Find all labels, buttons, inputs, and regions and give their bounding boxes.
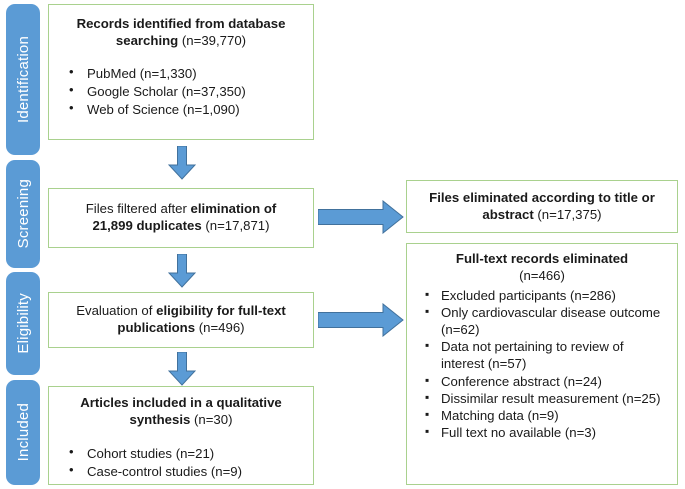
box-articles-included: Articles included in a qualitative synth…	[48, 386, 314, 485]
box-records-identified-heading-bold: Records identified from database searchi…	[76, 16, 286, 48]
box-records-identified-heading-count: (n=39,770)	[178, 32, 247, 48]
box-files-filtered-text: Files filtered after elimination of 21,8…	[57, 201, 305, 235]
list-item: Cohort studies (n=21)	[57, 444, 305, 462]
box-files-filtered: Files filtered after elimination of 21,8…	[48, 188, 314, 248]
stage-tab-identification-label: Identification	[14, 35, 32, 124]
box-excluded-title-abstract-heading-bold: Files eliminated according to title or a…	[429, 189, 655, 222]
box-articles-included-heading-count: (n=30)	[190, 411, 233, 427]
box-eligibility-line2-count: (n=496)	[195, 320, 245, 335]
arrow-identification-to-screening-icon	[168, 146, 196, 180]
stage-tab-identification: Identification	[6, 4, 40, 155]
list-item: Excluded participants (n=286)	[415, 287, 669, 304]
box-eligibility-evaluation-text: Evaluation of eligibility for full-text …	[57, 303, 305, 337]
box-articles-included-heading-bold: Articles included in a qualitative synth…	[80, 395, 282, 427]
box-files-filtered-line1-bold: elimination of	[190, 201, 277, 217]
box-records-identified: Records identified from database searchi…	[48, 4, 314, 140]
box-files-filtered-line2-count: (n=17,871)	[201, 218, 270, 233]
box-articles-included-bullets: Cohort studies (n=21) Case-control studi…	[57, 444, 305, 481]
box-files-filtered-line1-regular: Files filtered after	[85, 201, 191, 217]
list-item: Conference abstract (n=24)	[415, 373, 669, 390]
box-records-identified-heading: Records identified from database searchi…	[57, 16, 305, 50]
list-item: Data not pertaining to review of interes…	[415, 338, 669, 372]
box-excluded-title-abstract-count: (n=17,375)	[533, 206, 602, 222]
list-item: Dissimilar result measurement (n=25)	[415, 390, 669, 407]
stage-tab-screening: Screening	[6, 160, 40, 268]
box-eligibility-line1-regular: Evaluation of	[76, 303, 157, 319]
arrow-eligibility-to-included-icon	[168, 352, 196, 386]
stage-tab-eligibility-label: Eligibility	[14, 293, 32, 354]
box-excluded-full-text-heading: Full-text records eliminated (n=466)	[415, 251, 669, 285]
box-eligibility-line2-bold: publications	[117, 320, 196, 335]
stage-tab-included: Included	[6, 380, 40, 485]
box-excluded-title-abstract-text: Files eliminated according to title or a…	[415, 190, 669, 224]
list-item: Case-control studies (n=9)	[57, 462, 305, 480]
box-excluded-full-text-count: (n=466)	[519, 267, 565, 283]
list-item: Full text no available (n=3)	[415, 424, 669, 441]
arrow-screening-to-excluded-icon	[318, 200, 404, 234]
arrow-eligibility-to-excluded-icon	[318, 303, 404, 337]
stage-tab-included-label: Included	[14, 403, 32, 462]
box-excluded-full-text-bullets: Excluded participants (n=286) Only cardi…	[415, 287, 669, 441]
list-item: Web of Science (n=1,090)	[57, 100, 305, 118]
box-files-filtered-line2-bold: 21,899 duplicates	[92, 218, 202, 233]
box-eligibility-line1-bold: eligibility for full-text	[156, 303, 286, 319]
arrow-screening-to-eligibility-icon	[168, 254, 196, 288]
list-item: Only cardiovascular disease outcome (n=6…	[415, 304, 669, 338]
box-articles-included-heading: Articles included in a qualitative synth…	[57, 395, 305, 429]
stage-tab-eligibility: Eligibility	[6, 272, 40, 375]
box-eligibility-evaluation: Evaluation of eligibility for full-text …	[48, 292, 314, 348]
list-item: PubMed (n=1,330)	[57, 64, 305, 82]
stage-tab-screening-label: Screening	[14, 179, 32, 249]
box-excluded-full-text: Full-text records eliminated (n=466) Exc…	[406, 243, 678, 485]
box-excluded-full-text-heading-bold: Full-text records eliminated	[455, 251, 629, 266]
box-excluded-title-abstract: Files eliminated according to title or a…	[406, 180, 678, 233]
list-item: Matching data (n=9)	[415, 407, 669, 424]
list-item: Google Scholar (n=37,350)	[57, 82, 305, 100]
box-records-identified-bullets: PubMed (n=1,330) Google Scholar (n=37,35…	[57, 64, 305, 119]
